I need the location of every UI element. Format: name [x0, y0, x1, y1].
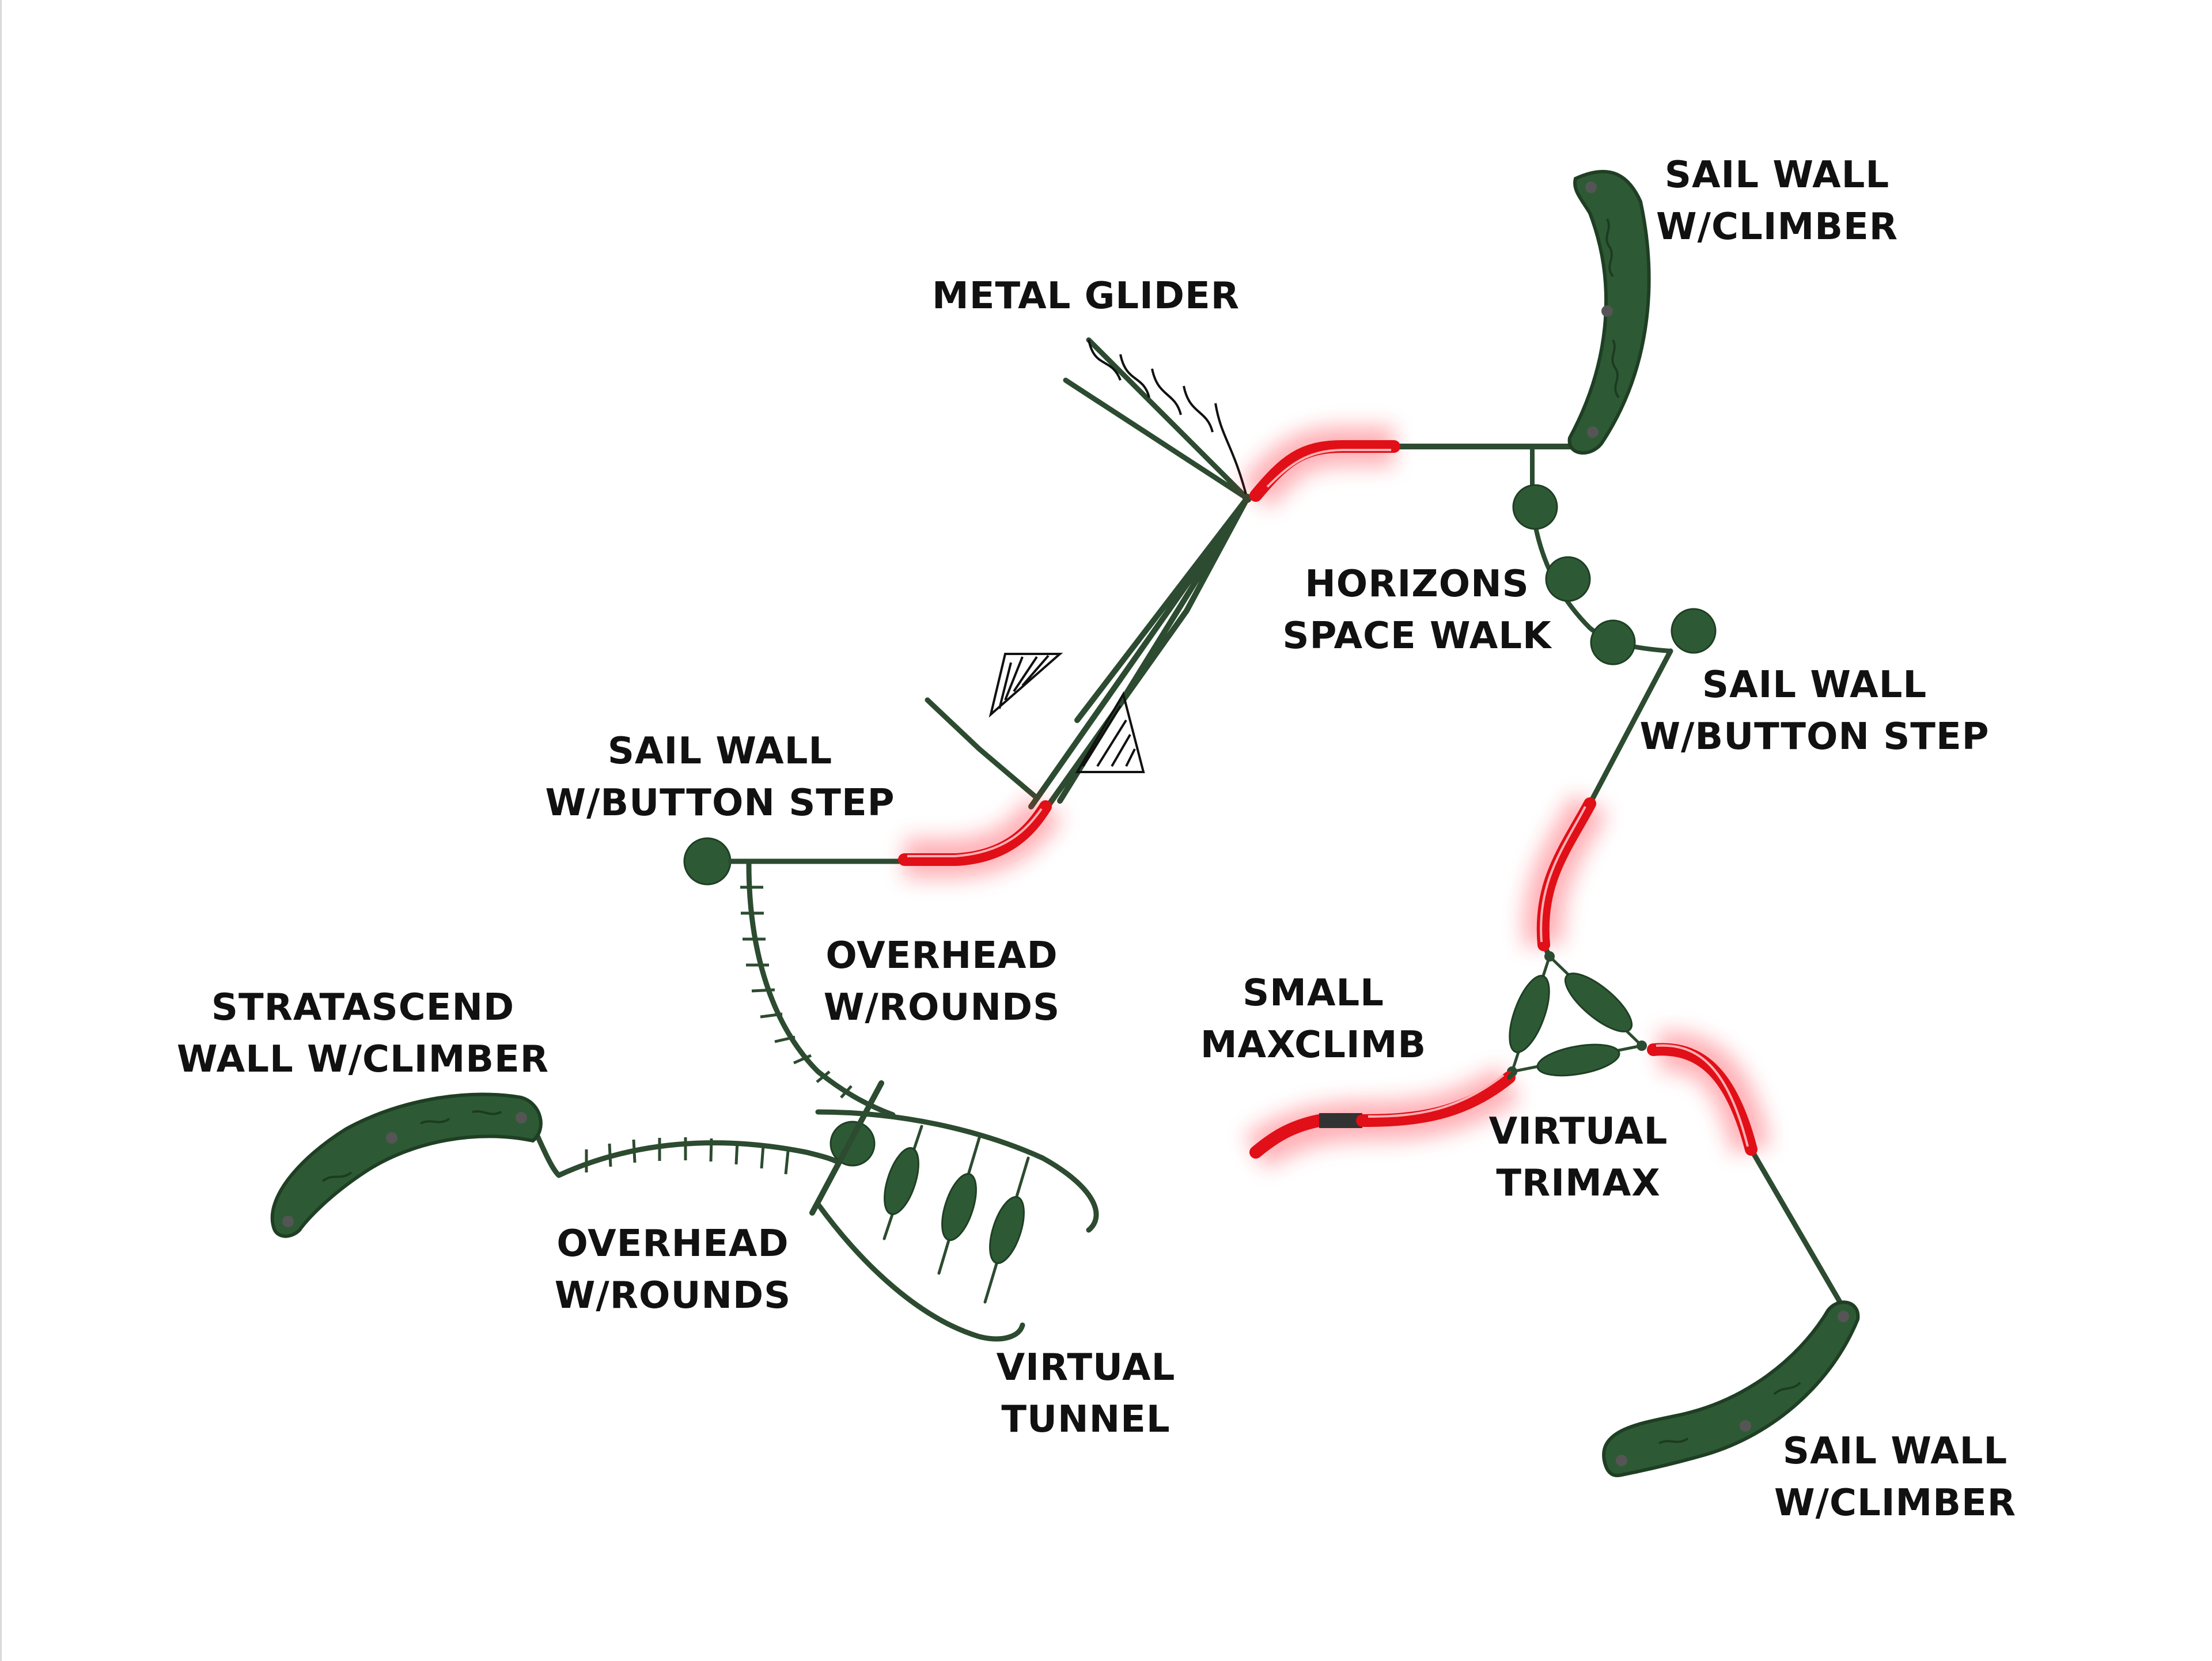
label-virtual-trimax-line2: TRIMAX — [1496, 1162, 1660, 1205]
metal-glider — [925, 337, 1252, 812]
label-sail-wall-button-step-right-line1: SAIL WALL — [1702, 664, 1927, 706]
label-metal-glider: METAL GLIDER — [932, 275, 1240, 317]
label-overhead-rounds-upper-line2: W/ROUNDS — [824, 986, 1060, 1029]
label-horizons-space-walk-line1: HORIZONS — [1305, 563, 1529, 606]
label-virtual-tunnel-line2: TUNNEL — [1001, 1398, 1170, 1441]
small-maxclimb — [1249, 1069, 1517, 1159]
label-sail-wall-climber-top-line2: W/CLIMBER — [1656, 206, 1898, 248]
tunnel-rungs — [882, 1125, 1030, 1304]
label-sail-wall-button-step-left-line2: W/BUTTON STEP — [545, 782, 895, 824]
label-horizons-space-walk-line2: SPACE WALK — [1282, 615, 1552, 657]
sail-wall-climber-top — [1567, 169, 1651, 455]
top-connector-beam — [1249, 440, 1593, 502]
label-sail-wall-button-step-left-line1: SAIL WALL — [608, 730, 832, 773]
sail-wall-button-step-right — [1536, 608, 1717, 959]
virtual-trimax — [1507, 951, 1647, 1077]
sail-wall-climber-bottom — [1602, 1043, 1860, 1477]
label-overhead-rounds-upper-line1: OVERHEAD — [825, 934, 1058, 977]
label-stratascend-wall-line2: WALL W/CLIMBER — [177, 1038, 549, 1081]
label-sail-wall-climber-bottom-line2: W/CLIMBER — [1774, 1482, 2016, 1524]
virtual-tunnel — [809, 1080, 1099, 1342]
overhead-rounds-upper — [740, 861, 896, 1118]
label-virtual-tunnel-line1: VIRTUAL — [997, 1346, 1176, 1389]
sail-wall-button-step-left — [683, 800, 1052, 886]
label-small-maxclimb-line2: MAXCLIMB — [1200, 1024, 1426, 1066]
overhead-rounds-lower — [533, 1129, 838, 1178]
label-overhead-rounds-lower-line2: W/ROUNDS — [555, 1274, 791, 1317]
label-sail-wall-climber-bottom-line1: SAIL WALL — [1783, 1430, 2008, 1473]
horizons-space-walk — [1512, 444, 1673, 665]
label-sail-wall-button-step-right-line2: W/BUTTON STEP — [1639, 716, 1989, 758]
component-labels: METAL GLIDER SAIL WALL W/CLIMBER HORIZON… — [177, 154, 2016, 1524]
label-sail-wall-climber-top-line1: SAIL WALL — [1665, 154, 1889, 196]
label-stratascend-wall-line1: STRATASCEND — [211, 986, 514, 1029]
label-overhead-rounds-lower-line1: OVERHEAD — [556, 1223, 789, 1265]
label-small-maxclimb-line1: SMALL — [1243, 972, 1384, 1015]
stratascend-wall-climber — [270, 1092, 543, 1238]
page-left-border — [0, 0, 2, 1661]
label-virtual-trimax-line1: VIRTUAL — [1489, 1110, 1668, 1153]
